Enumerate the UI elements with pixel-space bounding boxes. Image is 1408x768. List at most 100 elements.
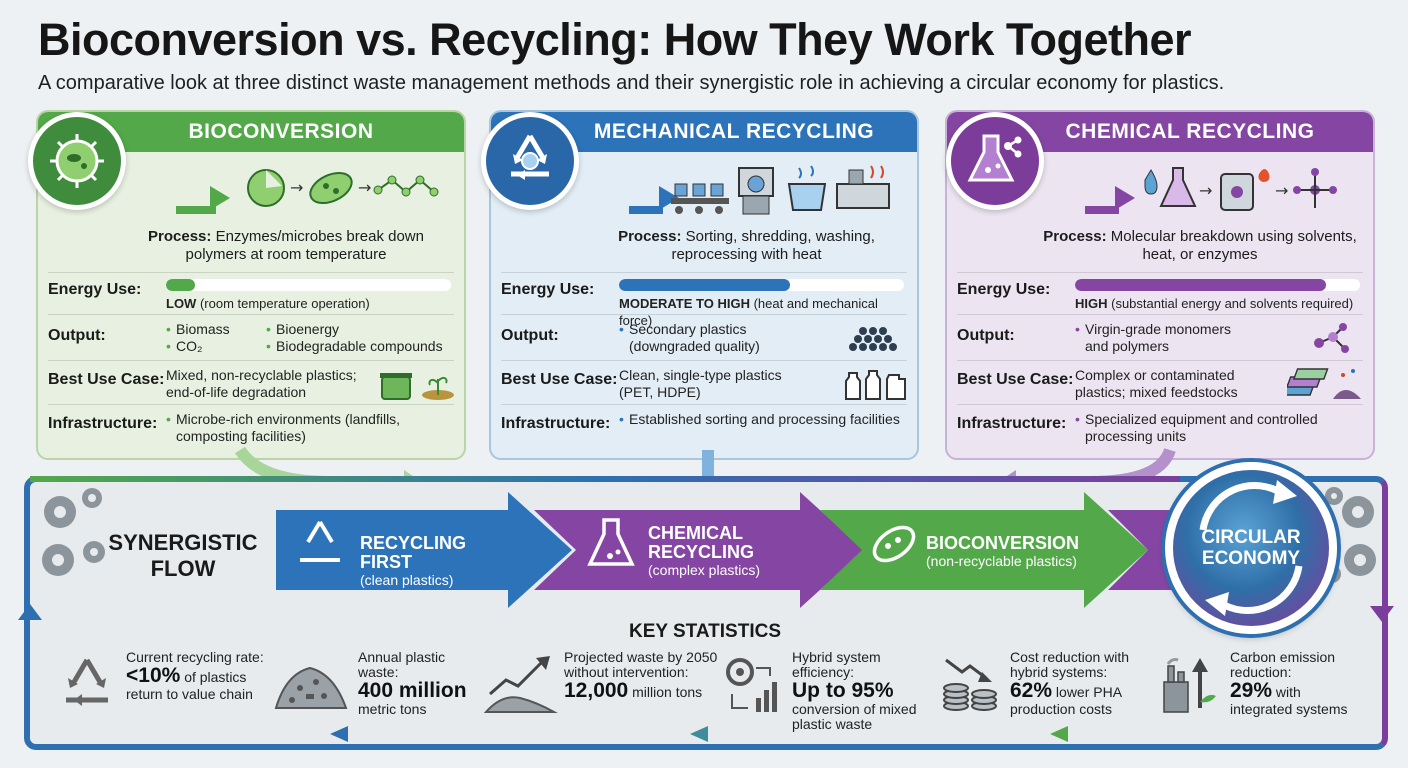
svg-text:→: → [1275, 181, 1288, 200]
mechanical-energy-value: MODERATE TO HIGH (heat and mechanical fo… [619, 296, 878, 328]
chemical-best-use-row: Best Use Case: Complex or contaminated p… [957, 360, 1363, 404]
flow-step-2-sub: (complex plastics) [648, 562, 761, 578]
flow-step-recycling-first [276, 492, 572, 608]
coins-down-icon [943, 658, 997, 711]
chemical-energy-bar [1075, 279, 1360, 291]
molecule-icon [1314, 323, 1349, 353]
flow-step-bioconversion [820, 492, 1148, 608]
energy-label: Energy Use: [48, 281, 142, 298]
mechanical-output-row: Output: Secondary plastics (downgraded q… [501, 314, 907, 360]
flow-step-1-title: RECYCLING FIRST [360, 533, 467, 572]
microbe-icon [872, 525, 916, 563]
chemical-energy-row: Energy Use: HIGH (substantial energy and… [957, 272, 1363, 314]
flow-steps [276, 492, 1172, 608]
stat-value: 29% [1230, 679, 1273, 702]
output-item: Biomass [166, 321, 266, 338]
flask-icon [587, 518, 635, 566]
mechanical-process-icons [629, 165, 890, 215]
flask-icon [967, 134, 1022, 182]
mixed-feedstock-icon [1287, 368, 1361, 399]
microbe-badge-icon [28, 112, 126, 210]
bioconversion-process-icons: → → [176, 169, 439, 214]
stat-carbon-reduction: Carbon emission reduction: 29% with inte… [1160, 650, 1360, 730]
chemical-recycling-card: CHEMICAL RECYCLING → → Process: Molecula… [945, 110, 1375, 460]
key-statistics-title: KEY STATISTICS [628, 621, 782, 642]
chemical-process: Process: Molecular breakdown using solve… [1037, 228, 1363, 264]
infrastructure-label: Infrastructure: [501, 415, 611, 432]
svg-text:→: → [290, 178, 303, 197]
mechanical-best-use-row: Best Use Case: Clean, single-type plasti… [501, 360, 907, 404]
cycle-arrows-icon [1199, 480, 1303, 616]
stat-value: 400 million [358, 679, 467, 702]
mechanical-energy-bar [619, 279, 904, 291]
bioconversion-process-text: Enzymes/microbes break down polymers at … [185, 228, 424, 263]
stat-annual-waste: Annual plastic waste: 400 million metric… [272, 650, 482, 730]
flow-step-1-text: RECYCLING FIRST (clean plastics) [360, 534, 520, 589]
output-label: Output: [501, 327, 559, 344]
bioconversion-best-use: Mixed, non-recyclable plastics; end-of-l… [166, 367, 357, 400]
stat-cost-reduction: Cost reduction with hybrid systems: 62% … [940, 650, 1160, 730]
recycle-gear-badge-icon [481, 112, 579, 210]
stat-label: Cost reduction with hybrid systems: [1010, 649, 1130, 680]
circular-economy-globe: CIRCULAR ECONOMY [1165, 462, 1337, 634]
mechanical-infrastructure: Established sorting and processing facil… [619, 411, 909, 428]
flow-step-3-sub: (non-recyclable plastics) [926, 553, 1077, 569]
energy-label: Energy Use: [957, 281, 1051, 298]
compost-bin-icon [380, 373, 454, 400]
process-label: Process: [1043, 228, 1107, 245]
process-label: Process: [618, 228, 682, 245]
bioconversion-infra-row: Infrastructure: Microbe-rich environment… [48, 404, 454, 458]
chemical-best-use: Complex or contaminated plastics; mixed … [1075, 367, 1238, 400]
svg-text:→: → [1199, 181, 1212, 200]
output-label: Output: [957, 327, 1015, 344]
bioconversion-best-use-row: Best Use Case: Mixed, non-recyclable pla… [48, 360, 454, 404]
bioconversion-process: Process: Enzymes/microbes break down pol… [118, 228, 454, 264]
output-item: Virgin-grade monomers and polymers [1075, 321, 1245, 355]
stat-label: Carbon emission reduction: [1230, 649, 1336, 680]
recycle-icon [300, 520, 340, 562]
chemical-infra-row: Infrastructure: Specialized equipment an… [957, 404, 1363, 458]
stat-rest: metric tons [358, 701, 427, 717]
chemical-process-text: Molecular breakdown using solvents, heat… [1110, 228, 1357, 263]
svg-text:→: → [358, 178, 371, 197]
flow-frame-top-band [30, 476, 1180, 482]
stat-value: <10% [126, 664, 181, 687]
chemical-process-icons: → → [1085, 167, 1337, 214]
flask-badge-icon [946, 112, 1044, 210]
plastic-pellets-icon [849, 327, 897, 351]
stat-rest: lower PHA production costs [1010, 684, 1122, 717]
best-use-label: Best Use Case: [501, 371, 618, 388]
mechanical-energy-row: Energy Use: MODERATE TO HIGH (heat and m… [501, 272, 907, 328]
chemical-energy-value: HIGH (substantial energy and solvents re… [1075, 296, 1354, 311]
stat-hybrid-efficiency: Hybrid system efficiency: Up to 95% conv… [722, 650, 942, 732]
recycle-icon [511, 134, 549, 180]
bioconversion-energy-bar [166, 279, 451, 291]
chemical-output-row: Output: Virgin-grade monomers and polyme… [957, 314, 1363, 360]
stat-rest: with integrated systems [1230, 684, 1348, 717]
flow-step-to-economy [1108, 510, 1172, 590]
stat-rest: of plastics return to value chain [126, 669, 253, 702]
chemical-energy-fill [1075, 279, 1326, 291]
output-item: Biodegradable compounds [266, 338, 456, 355]
chemical-infrastructure: Specialized equipment and controlled pro… [1075, 411, 1365, 445]
factory-sprout-icon [1163, 658, 1216, 713]
stat-rest: conversion of mixed plastic waste [792, 701, 917, 732]
recycle-icon [66, 658, 108, 706]
mechanical-process-text: Sorting, shredding, washing, reprocessin… [671, 228, 875, 263]
plastic-bottles-icon [845, 370, 906, 400]
circular-economy-label: CIRCULAR ECONOMY [1201, 527, 1301, 569]
flow-step-2-title: CHEMICAL RECYCLING [648, 523, 755, 562]
stat-label: Annual plastic waste: [358, 649, 446, 680]
rising-trend-icon [484, 656, 558, 713]
best-use-label: Best Use Case: [48, 371, 165, 388]
output-item: Secondary plastics (downgraded quality) [619, 321, 789, 355]
stat-rest: million tons [632, 684, 703, 700]
flow-step-2-text: CHEMICAL RECYCLING (complex plastics) [648, 524, 798, 579]
energy-label: Energy Use: [501, 281, 595, 298]
efficiency-gear-icon [726, 658, 777, 712]
stat-recycling-rate: Current recycling rate: <10% of plastics… [56, 650, 266, 730]
bioconversion-energy-fill [166, 279, 195, 291]
stat-label: Projected waste by 2050 without interven… [564, 649, 718, 680]
mechanical-infra-row: Infrastructure: Established sorting and … [501, 404, 907, 458]
gears-icon [42, 488, 105, 576]
